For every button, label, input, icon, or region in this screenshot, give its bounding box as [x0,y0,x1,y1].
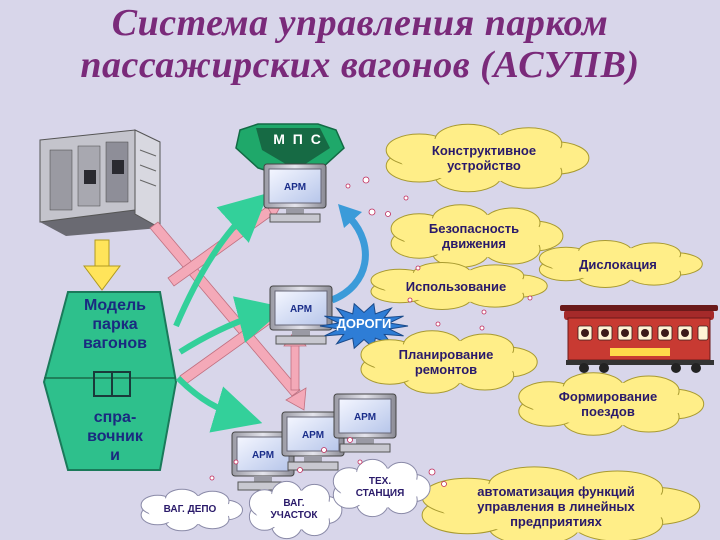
hexagon-top-line-1: Модель [84,297,146,314]
arm-monitor-m1: АРМ [231,431,295,491]
thought-dot [403,195,409,201]
title-line-2: пассажирских вагонов (АСУПВ) [80,44,640,86]
title-line-1: Система управления парком [111,2,609,44]
cloud-label-line: управления в линейных [477,498,635,514]
cloud-avtom [421,466,701,540]
cloud-label-line: движения [442,236,506,251]
cloud-label-line: Дислокация [579,256,657,272]
thought-dot [407,297,413,303]
arm-monitor-m3: АРМ [333,393,397,453]
cloud-ispolz [370,262,548,310]
cloud-label-line: Безопасность [428,221,520,236]
cloud-label-line: ВАГ. [283,498,305,509]
cloud-label-line: ТЕХ. [368,476,392,487]
server-rack-icon [39,129,161,236]
hexagon-top-text: Модель парка вагонов [56,296,174,353]
cloud-bezop [390,204,564,268]
arm-label: АРМ [252,450,274,461]
monitors-group: АРМ АРМ АРМ АРМ АРМ [231,163,397,491]
page-title: Система управления парком пассажирских в… [0,2,720,86]
cloud-label-line: устройство [447,158,521,173]
thought-dot [415,265,421,271]
dorogi-label: ДОРОГИ [336,316,392,331]
cloud-label-teh_stanciya: ТЕХ.СТАНЦИЯ [336,476,424,500]
cloud-vag_uchastok [248,480,343,540]
thought-dot [527,295,533,301]
thought-dots [209,176,533,487]
thought-dot [209,475,215,481]
thought-dot [347,437,353,443]
thought-dot [481,309,487,315]
cloud-label-line: Использование [405,278,507,294]
cloud-vag_depo [140,488,243,532]
green-arrows [173,192,286,433]
arm-label: АРМ [354,412,376,423]
thought-dot [368,208,376,216]
hexagon-bottom-line-1: спра- [93,409,137,426]
thought-dot [233,459,239,465]
arm-label: АРМ [284,182,306,193]
blue-arrow [330,215,369,304]
cloud-label-vag_depo: ВАГ. ДЕПО [144,504,236,516]
cloud-label-ispolz: Использование [376,279,536,294]
arm-monitor-m2: АРМ [281,411,345,471]
cloud-label-vag_uchastok: ВАГ.УЧАСТОК [252,498,336,522]
book-icon [93,371,131,397]
thought-dot [297,467,303,473]
yellow-down-arrow [83,239,121,291]
cloud-label-line: Планирование [398,347,494,362]
thought-dot [435,321,441,327]
thought-dot [479,325,485,331]
hexagon-bottom-line-2: вочник [87,428,143,445]
cloud-label-line: Формирование [558,389,658,404]
cloud-label-line: УЧАСТОК [270,510,318,521]
thought-dot [321,447,327,453]
passenger-wagon-icon [560,305,718,373]
clouds-group [140,123,705,540]
arm-label: АРМ [290,304,312,315]
arm-monitor-road: АРМ [269,285,333,345]
blue-arrow-head [338,204,362,228]
cloud-dislok [538,240,703,288]
thought-dot [357,459,363,465]
hexagon-model-block [42,291,178,471]
hexagon-bottom-text: спра- вочник и [56,408,174,465]
thought-dot [441,481,447,487]
cloud-teh_stanciya [332,458,431,518]
mps-label: М П С [273,131,323,147]
cloud-label-line: ремонтов [414,362,478,377]
cloud-label-line: автоматизация функций [477,483,635,499]
arm-label: АРМ [302,430,324,441]
cloud-label-line: ВАГ. ДЕПО [163,504,217,515]
thought-dot [385,211,391,217]
thought-dot [428,468,436,476]
cloud-label-line: Конструктивное [431,143,537,158]
thought-dot [362,176,370,184]
cloud-plan [360,330,538,394]
hexagon-bottom-line-3: и [110,447,120,464]
arm-monitor-mps: АРМ [263,163,327,223]
thought-dot [345,183,351,189]
cloud-label-dislok: Дислокация [544,257,692,272]
cloud-label-line: предприятиях [510,513,602,529]
cloud-konstr [385,123,590,193]
cloud-label-line: поездов [581,404,635,419]
cloud-formir [518,372,705,436]
cloud-label-line: СТАНЦИЯ [355,488,405,499]
hexagon-top-line-3: вагонов [82,335,148,352]
hexagon-top-line-2: парка [92,316,138,333]
